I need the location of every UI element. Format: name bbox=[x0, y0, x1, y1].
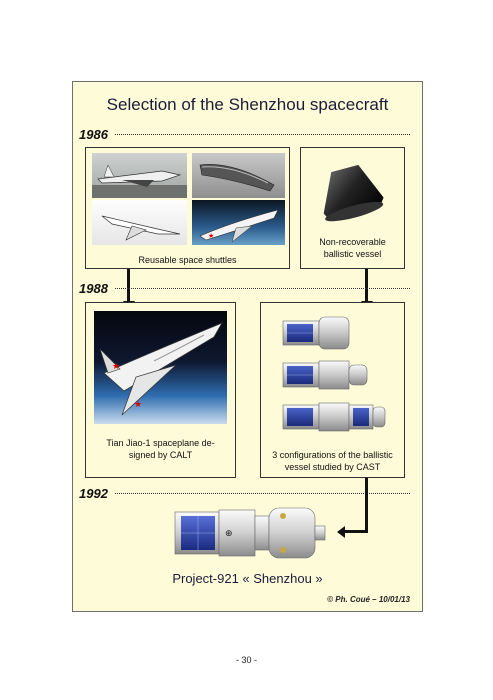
arrow-shuttles-line bbox=[127, 269, 130, 303]
shuttle-orbit-icon: ★ bbox=[199, 209, 279, 243]
shuttle-photo-4: ★ bbox=[192, 200, 285, 245]
timeline-dots-1988 bbox=[115, 288, 410, 289]
arrow-shenzhou-vertical-line bbox=[365, 478, 368, 533]
ballistic-box: Non-recoverable ballistic vessel bbox=[300, 147, 405, 269]
shenzhou-spacecraft-icon: ⊕ bbox=[174, 507, 326, 559]
configurations-drawings bbox=[282, 316, 386, 432]
project-caption: Project-921 « Shenzhou » bbox=[172, 571, 323, 586]
arrow-ballistic-line bbox=[365, 269, 368, 303]
year-1992: 1992 bbox=[79, 486, 108, 501]
timeline-dots-1992 bbox=[115, 493, 410, 494]
arrow-shenzhou-head-icon bbox=[337, 525, 345, 538]
page-number: - 30 - bbox=[235, 655, 257, 665]
year-1988: 1988 bbox=[79, 281, 108, 296]
spaceplane-box: ★ ★ Tian Jiao-1 spaceplane de- signed by… bbox=[85, 302, 236, 478]
shuttles-caption: Reusable space shuttles bbox=[138, 255, 237, 265]
spaceplane-caption-line1: Tian Jiao-1 spaceplane de- bbox=[106, 438, 215, 448]
shuttle-photo-2 bbox=[192, 153, 285, 198]
svg-text:★: ★ bbox=[208, 232, 214, 240]
spaceplane-caption-line2: signed by CALT bbox=[128, 450, 193, 460]
spaceplane-drawing-icon bbox=[101, 215, 181, 241]
svg-text:★: ★ bbox=[134, 399, 142, 409]
configurations-caption-line2: vessel studied by CAST bbox=[284, 462, 381, 472]
year-1986: 1986 bbox=[79, 127, 108, 142]
shuttle-photo-3 bbox=[92, 200, 187, 245]
svg-text:⊕: ⊕ bbox=[225, 529, 233, 539]
slide-title: Selection of the Shenzhou spacecraft bbox=[106, 95, 389, 114]
configuration-1-icon bbox=[282, 316, 350, 350]
timeline-dots-1986 bbox=[115, 134, 410, 135]
configurations-caption-line1: 3 configurations of the ballistic bbox=[272, 450, 393, 460]
tian-jiao-icon: ★ ★ bbox=[99, 322, 223, 416]
spaceplane-photo: ★ ★ bbox=[94, 311, 227, 424]
configuration-2-icon bbox=[282, 360, 368, 390]
lifting-body-icon bbox=[199, 164, 275, 192]
ballistic-caption-line2: ballistic vessel bbox=[323, 249, 382, 259]
shuttle-photo-1 bbox=[92, 153, 187, 198]
shuttles-box: ★ Reusable space shuttles bbox=[85, 147, 290, 269]
configurations-box: 3 configurations of the ballistic vessel… bbox=[260, 302, 405, 478]
buran-icon bbox=[92, 164, 187, 198]
credit-text: © Ph. Coué – 10/01/13 bbox=[327, 595, 410, 604]
arrow-shenzhou-horizontal-line bbox=[345, 530, 368, 533]
configuration-3-icon bbox=[282, 402, 386, 432]
svg-text:★: ★ bbox=[112, 361, 120, 371]
ballistic-caption-line1: Non-recoverable bbox=[319, 237, 386, 247]
capsule-icon bbox=[323, 164, 384, 222]
slide-frame: Selection of the Shenzhou spacecraft 198… bbox=[72, 81, 423, 612]
